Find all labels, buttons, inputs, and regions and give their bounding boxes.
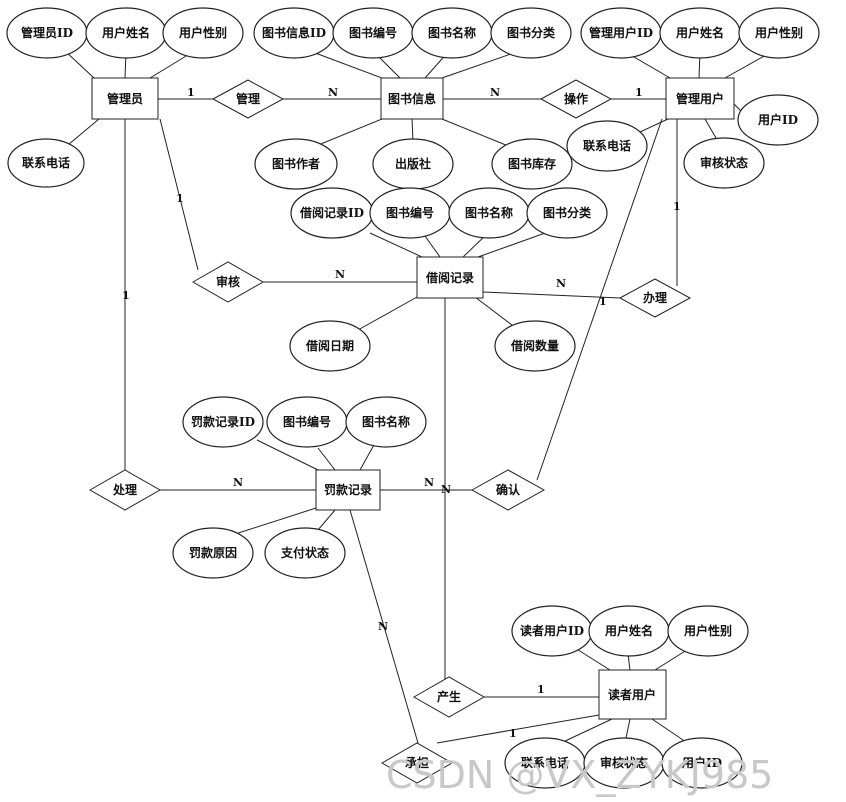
- attribute-borrow-book-no-label: 图书编号: [386, 205, 434, 220]
- entity-reader-user-label: 读者用户: [608, 687, 656, 702]
- relationship-bear: [380, 742, 454, 784]
- cardinality-fine-confirm: N: [424, 476, 434, 489]
- entity-book-info: [380, 77, 444, 120]
- relationship-review: [191, 261, 265, 303]
- entity-book-info-label: 图书信息: [388, 91, 436, 106]
- attribute-reader-id-label: 读者用户ID: [520, 623, 584, 638]
- relationship-manage-label: 管理: [236, 91, 260, 106]
- attribute-book-no-label: 图书编号: [349, 25, 397, 40]
- attribute-admin-phone-label: 联系电话: [22, 155, 70, 170]
- attribute-fine-reason: [172, 527, 254, 579]
- entity-borrow-record: [416, 256, 484, 299]
- attribute-mgr-user-id-label: 管理用户ID: [589, 25, 653, 40]
- attribute-book-author: [254, 138, 338, 190]
- attribute-book-category-label: 图书分类: [507, 25, 556, 40]
- watermark: CSDN @VX_ZYKJ985: [386, 753, 773, 797]
- relationship-operate: [539, 79, 613, 119]
- attribute-borrow-qty-label: 借阅数量: [510, 338, 559, 353]
- attribute-mgr-user-gender-label: 用户性别: [754, 25, 803, 40]
- attribute-mgr-audit-status: [683, 137, 765, 189]
- attribute-reader-gender-label: 用户性别: [683, 623, 732, 638]
- relationship-confirm: [470, 469, 546, 511]
- attribute-reader-audit-label: 审核状态: [600, 755, 648, 770]
- attribute-reader-user-id: [661, 737, 743, 789]
- relationship-confirm-label: 确认: [496, 482, 521, 497]
- cardinality-admin-manage: 1: [187, 86, 195, 99]
- attribute-mgr-user-gender: [738, 7, 820, 59]
- attribute-borrow-book-category: [526, 187, 608, 239]
- entity-fine-record: [315, 469, 381, 511]
- attribute-admin-name-label: 用户姓名: [101, 25, 150, 40]
- attribute-borrow-book-category-label: 图书分类: [543, 205, 592, 220]
- attribute-pay-status: [264, 527, 346, 579]
- attribute-borrow-date: [289, 320, 371, 372]
- relationship-generate-label: 产生: [437, 689, 461, 704]
- entity-reader-user: [598, 669, 667, 720]
- cardinality-reader-generate: 1: [537, 683, 545, 696]
- attribute-fine-id-label: 罚款记录ID: [191, 414, 255, 429]
- cardinality-borrow-handle: N: [556, 277, 566, 290]
- attribute-book-author-label: 图书作者: [272, 156, 320, 171]
- relationship-operate-label: 操作: [564, 91, 588, 106]
- relationship-manage: [211, 79, 285, 119]
- cardinality-manage-book: N: [328, 86, 338, 99]
- attribute-admin-gender: [162, 7, 244, 59]
- attribute-fine-book-name-label: 图书名称: [362, 414, 410, 429]
- attribute-fine-book-no-label: 图书编号: [283, 414, 331, 429]
- entity-manager-user-label: 管理用户: [676, 91, 724, 106]
- attribute-reader-gender: [667, 605, 749, 657]
- entity-manager-user: [665, 77, 735, 120]
- cardinality-book-operate: N: [490, 86, 500, 99]
- entity-admin-label: 管理员: [107, 91, 143, 106]
- attribute-book-stock: [491, 138, 573, 190]
- attribute-fine-reason-label: 罚款原因: [189, 545, 237, 560]
- attribute-book-info-id-label: 图书信息ID: [262, 25, 326, 40]
- attribute-book-name-label: 图书名称: [428, 25, 476, 40]
- cardinality-generate-confirm: N: [441, 483, 451, 496]
- cardinality-reader-bear: 1: [509, 727, 517, 740]
- attribute-borrow-qty: [494, 320, 576, 372]
- attribute-reader-user-id-label: 用户ID: [681, 755, 722, 770]
- cardinality-process-fine: N: [233, 476, 243, 489]
- cardinality-admin-process: 1: [122, 289, 130, 302]
- relationship-review-label: 审核: [216, 274, 240, 289]
- attribute-mgr-user-phone-label: 联系电话: [583, 138, 631, 153]
- attribute-mgr-user-id2: [737, 94, 819, 146]
- entity-borrow-record-label: 借阅记录: [425, 270, 474, 285]
- attribute-reader-name-label: 用户姓名: [604, 623, 653, 638]
- relationship-process: [88, 469, 162, 511]
- relationship-handle-borrow-label: 办理: [643, 290, 667, 305]
- cardinality-mgr-confirm: 1: [599, 295, 607, 308]
- relationship-process-label: 处理: [112, 482, 137, 497]
- attribute-pay-status-label: 支付状态: [280, 545, 329, 560]
- attribute-mgr-user-name-label: 用户姓名: [675, 25, 724, 40]
- relationship-handle-borrow: [618, 278, 692, 318]
- relationship-bear-label: 承担: [405, 755, 429, 770]
- relationship-generate: [412, 676, 486, 718]
- attribute-borrow-book-name-label: 图书名称: [465, 205, 513, 220]
- entity-fine-record-label: 罚款记录: [324, 482, 372, 497]
- cardinality-fine-bear: N: [378, 620, 388, 633]
- attribute-mgr-user-phone: [566, 120, 648, 172]
- attribute-borrow-date-label: 借阅日期: [305, 338, 354, 353]
- attribute-admin-gender-label: 用户性别: [178, 25, 227, 40]
- cardinality-review-borrow: N: [335, 268, 345, 281]
- attribute-mgr-user-id2-label: 用户ID: [757, 112, 798, 127]
- entity-admin: [91, 77, 159, 120]
- attribute-publisher-label: 出版社: [395, 156, 431, 171]
- attribute-book-category: [490, 7, 572, 59]
- attribute-admin-phone: [7, 138, 85, 188]
- attribute-borrow-id-label: 借阅记录ID: [299, 205, 364, 220]
- attribute-mgr-audit-status-label: 审核状态: [700, 155, 748, 170]
- attribute-book-stock-label: 图书库存: [508, 156, 556, 171]
- cardinality-operate-mgr: 1: [635, 86, 643, 99]
- cardinality-admin-review: 1: [176, 192, 184, 205]
- attribute-fine-id: [182, 396, 264, 448]
- attribute-fine-book-name: [345, 396, 427, 448]
- attribute-admin-id-label: 管理员ID: [21, 25, 73, 40]
- attribute-reader-phone-label: 联系电话: [521, 755, 569, 770]
- cardinality-mgr-handle: 1: [673, 200, 681, 213]
